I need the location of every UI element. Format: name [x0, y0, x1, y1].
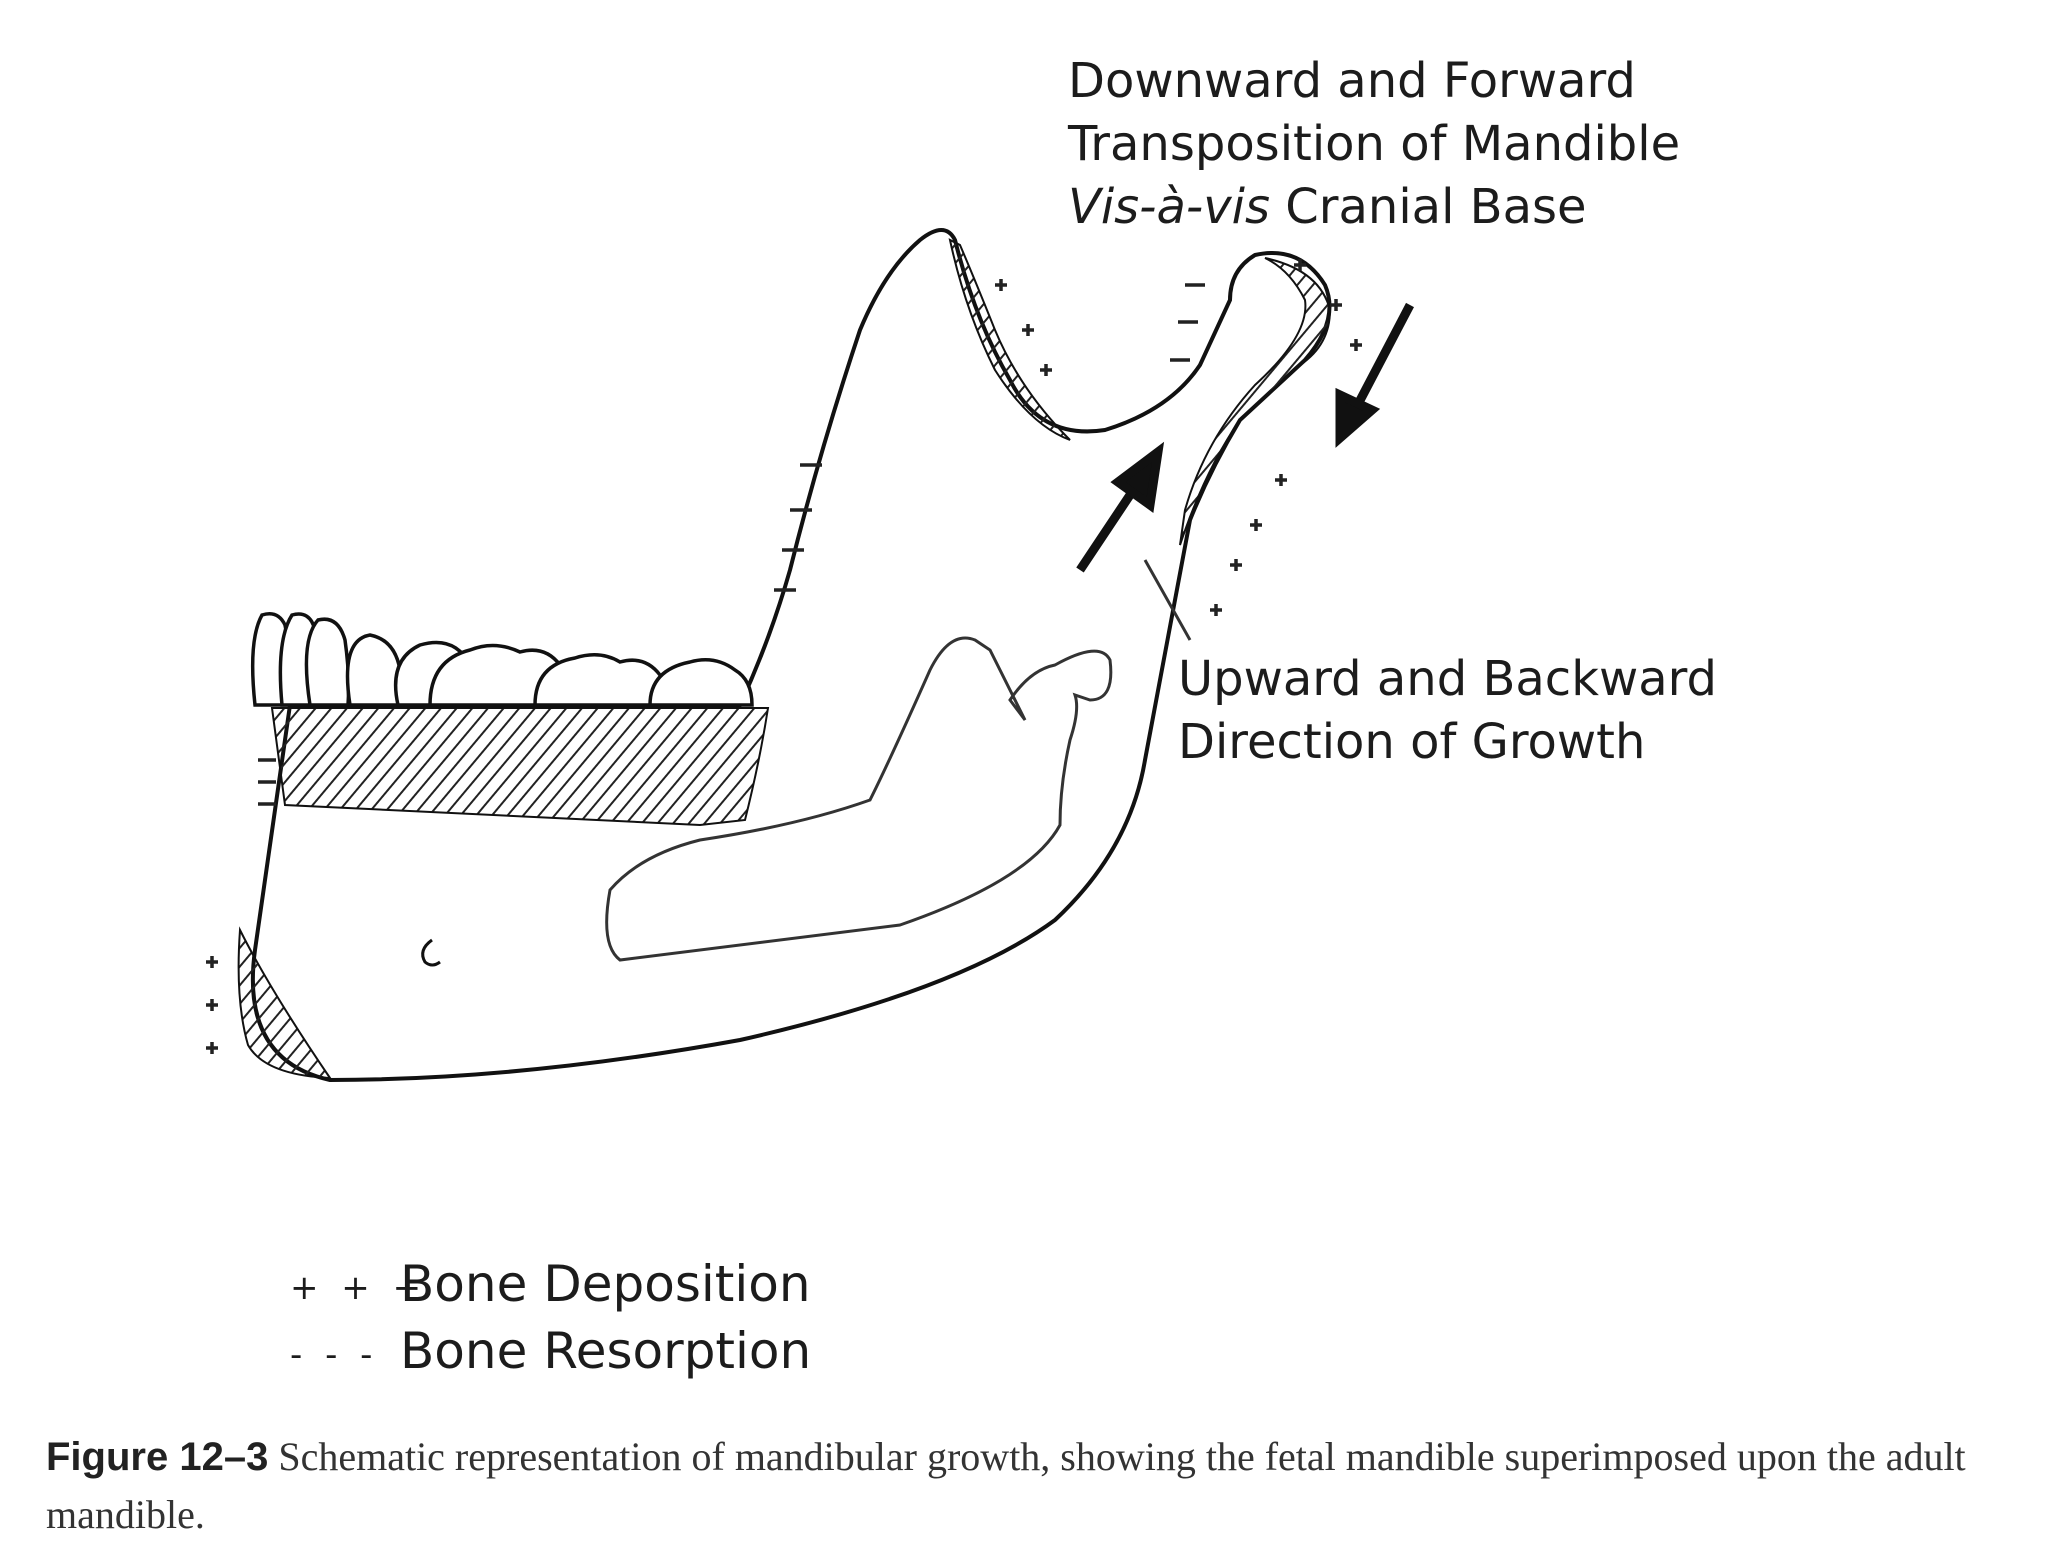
transposition-label-line1: Downward and Forward: [1068, 53, 1636, 109]
canine: [304, 617, 351, 707]
alveolar-hatch: [270, 707, 770, 827]
vis-a-vis-text: Vis-à-vis: [1068, 179, 1270, 235]
mental-foramen: [421, 938, 441, 967]
figure-caption: Figure 12–3 Schematic representation of …: [46, 1428, 2006, 1544]
adult-mandible-outline: [250, 228, 1332, 1083]
legend-deposition-label: Bone Deposition: [400, 1255, 811, 1313]
legend-resorption-symbol: - - -: [290, 1334, 379, 1375]
cranial-base-text: Cranial Base: [1269, 179, 1587, 235]
legend-resorption: - - - Bone Resorption: [290, 1322, 811, 1380]
arrow-down-shaft: [1351, 302, 1414, 413]
arrow-up-head: [1110, 441, 1165, 513]
teeth: [250, 612, 754, 707]
transposition-label: Downward and Forward Transposition of Ma…: [1068, 50, 1680, 239]
molar-3: [648, 658, 754, 707]
figure-number: Figure 12–3: [46, 1435, 269, 1479]
legend-deposition-symbol: + + +: [290, 1267, 428, 1308]
growth-direction-label-line1: Upward and Backward: [1178, 651, 1718, 707]
arrow-down-head: [1335, 387, 1381, 448]
chin-hatch: [237, 926, 332, 1080]
premolar-1: [345, 633, 403, 707]
resorption-marks: [258, 283, 1205, 806]
legend-deposition: + + +Bone Deposition: [290, 1255, 811, 1313]
label-pointer-line: [1143, 559, 1192, 641]
deposition-marks: [206, 259, 1362, 1054]
transposition-label-line3: Vis-à-vis Cranial Base: [1068, 176, 1680, 239]
condyle-hatch: [1179, 257, 1332, 546]
growth-direction-label-line2: Direction of Growth: [1178, 714, 1646, 770]
growth-direction-label: Upward and Backward Direction of Growth: [1178, 648, 1717, 774]
caption-text: Schematic representation of mandibular g…: [46, 1434, 1966, 1537]
ramus-front-hatch: [948, 238, 1071, 441]
legend-resorption-label: Bone Resorption: [400, 1322, 812, 1380]
growth-arrows: [1076, 302, 1414, 573]
fetal-mandible-outline: [605, 636, 1113, 962]
transposition-label-line2: Transposition of Mandible: [1068, 116, 1681, 172]
